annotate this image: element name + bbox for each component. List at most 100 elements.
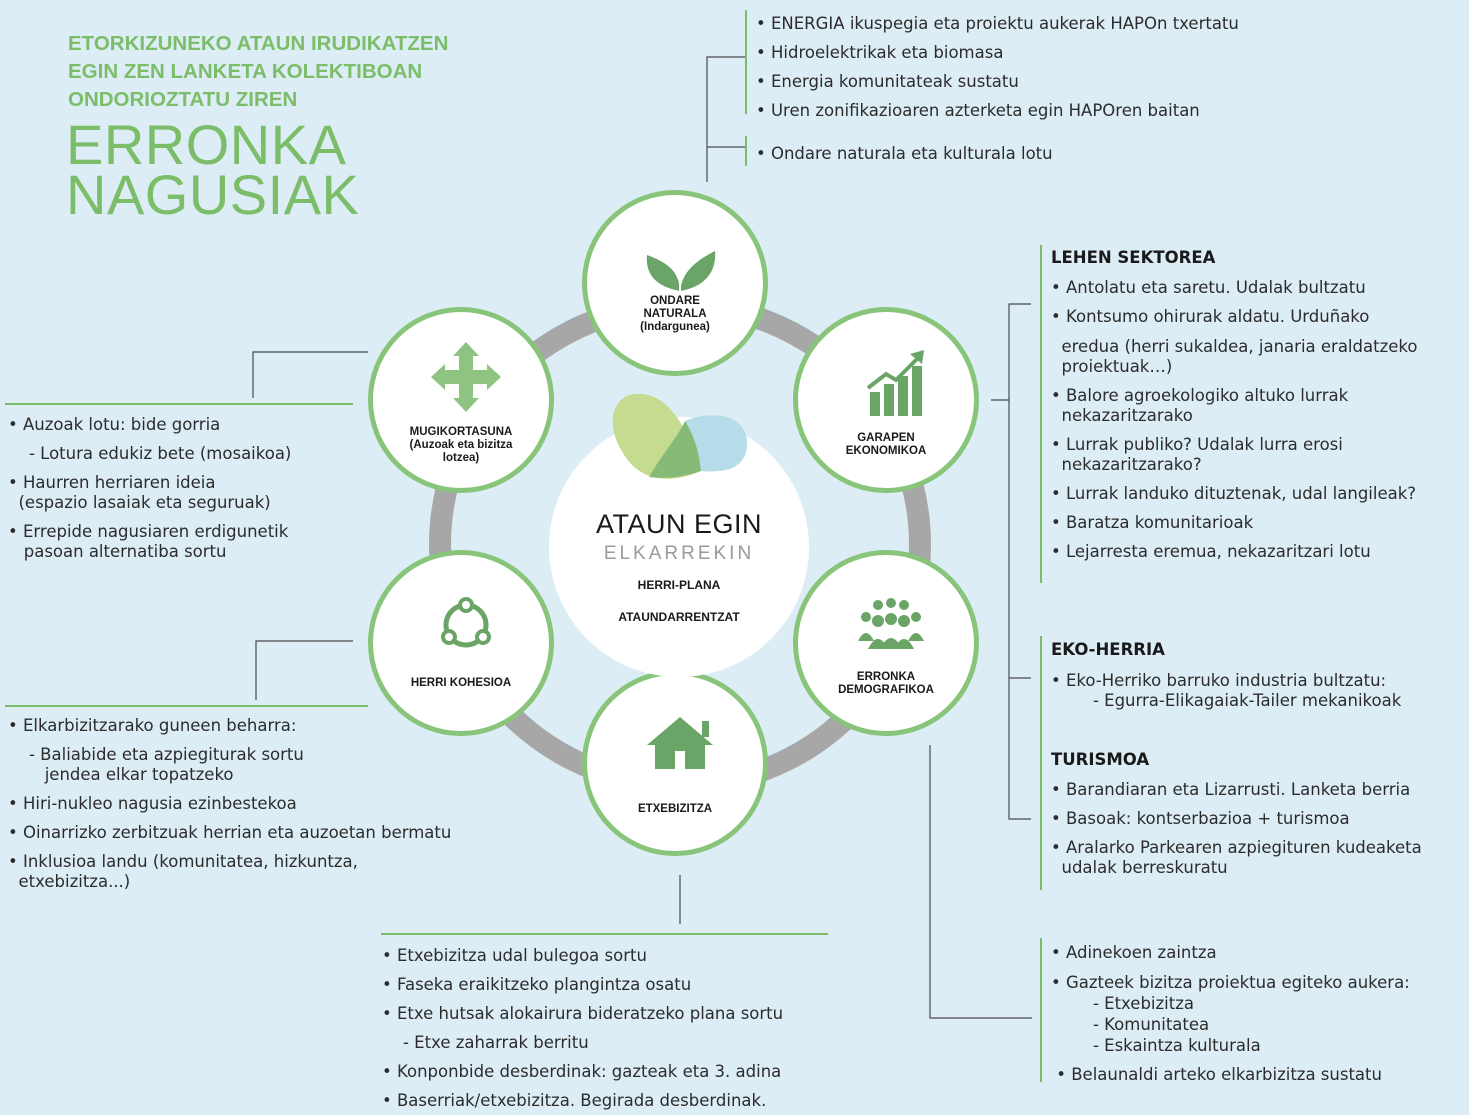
list-item: • Etxebizitza udal bulegoa sortu [382,946,647,965]
list-item: • Eko-Herriko barruko industria bultzatu… [1051,671,1387,690]
list-item: • Aralarko Parkearen azpiegituren kudeak… [1051,838,1422,857]
center-audience: ATAUNDARRENTZAT [618,610,740,624]
title-kicker: ETORKIZUNEKO ATAUN IRUDIKATZEN EGIN ZEN … [68,30,538,114]
list-item: • Haurren herriaren ideia [8,473,216,492]
center-title: ATAUN EGIN [595,509,762,539]
list-item: • Lurrak landuko dituztenak, udal langil… [1051,484,1417,503]
center-plan: HERRI-PLANA [637,578,721,592]
list-item: • Faseka eraikitzeko plangintza osatu [382,975,692,994]
list-item: nekazaritzarako? [1051,455,1202,474]
list-item: • Lurrak publiko? Udalak lurra erosi [1051,435,1343,454]
list-item: • Baserriak/etxebizitza. Begirada desber… [382,1091,767,1110]
node-etxebizitza: ETXEBIZITZA [582,670,768,856]
list-item: • Hiri-nukleo nagusia ezinbestekoa [8,794,297,813]
list-item: • Errepide nagusiaren erdigunetik [8,522,289,541]
header-lehen-sektorea: LEHEN SEKTOREA [1051,248,1216,267]
list-item: pasoan alternatiba sortu [8,542,227,561]
list-item: - Eskaintza kulturala [1051,1036,1261,1055]
node-label: lotzea) [442,452,480,464]
list-item: • Etxe hutsak alokairura bideratzeko pla… [382,1004,784,1023]
main-title-line-2: NAGUSIAK [66,163,360,226]
connector-left-upper [252,351,368,398]
block-ondare: • Ondare naturala eta kulturala lotu [756,144,1053,164]
logo-shape-icon [612,393,748,479]
list-item: • Belaunaldi arteko elkarbizitza sustatu [1051,1065,1382,1084]
block-lehen-sektorea: • Antolatu eta saretu. Udalak bultzatu •… [1051,278,1417,562]
list-item: • Gazteek bizitza proiektua egiteko auke… [1051,973,1410,992]
list-item: • Auzoak lotu: bide gorria [8,415,221,434]
list-item: (espazio lasaiak eta seguruak) [8,493,271,512]
list-item: - Egurra-Elikagaiak-Tailer mekanikoak [1051,691,1402,710]
node-label: NATURALA [643,308,707,320]
connector-right [991,303,1031,820]
list-item: • Barandiaran eta Lizarrusti. Lanketa be… [1051,780,1411,799]
node-label: (Auzoak eta bizitza [409,439,513,451]
growth-chart-icon [866,350,924,416]
list-item: • Baratza komunitarioak [1051,513,1254,532]
list-item: - Etxebizitza [1051,994,1195,1013]
node-label: ERRONKA [856,671,916,683]
block-mugikortasuna: • Auzoak lotu: bide gorria - Lotura eduk… [8,415,291,562]
leaves-icon [646,251,716,291]
node-label: EKONOMIKOA [845,445,927,457]
node-label: GARAPEN [857,432,915,444]
list-item: • Elkarbizitzarako guneen beharra: [8,716,297,735]
node-ondare-naturala: ONDARE NATURALA (Indargunea) [582,190,768,376]
main-title-line-1: ERRONKA [66,113,347,176]
list-item: udalak berreskuratu [1051,858,1228,877]
list-item: • Oinarrizko zerbitzuak herrian eta auzo… [8,823,452,842]
house-icon [647,717,713,769]
list-item: • Hidroelektrikak eta biomasa [756,43,1004,62]
block-eko-herria: • Eko-Herriko barruko industria bultzatu… [1051,671,1401,711]
list-item: • Lejarresta eremua, nekazaritzari lotu [1051,542,1371,561]
list-item: • Inklusioa landu (komunitatea, hizkuntz… [8,852,358,871]
list-item: • Konponbide desberdinak: gazteak eta 3.… [382,1062,782,1081]
block-kohesioa: • Elkarbizitzarako guneen beharra: - Bal… [8,716,451,892]
list-item: • ENERGIA ikuspegia eta proiektu aukerak… [756,14,1239,33]
block-energia: • ENERGIA ikuspegia eta proiektu aukerak… [756,9,1239,125]
four-arrows-icon [431,342,501,412]
node-label: MUGIKORTASUNA [409,426,513,438]
list-item: - Komunitatea [1051,1015,1210,1034]
list-item: nekazaritzarako [1051,406,1193,425]
title-kicker-line: ETORKIZUNEKO ATAUN IRUDIKATZEN [68,32,449,55]
list-item: • Basoak: kontserbazioa + turismoa [1051,809,1350,828]
node-label: DEMOGRAFIKOA [838,684,934,696]
list-item: • Energia komunitateak sustatu [756,72,1019,91]
block-turismoa: • Barandiaran eta Lizarrusti. Lanketa be… [1051,780,1422,878]
list-item: • Ondare naturala eta kulturala lotu [756,144,1053,163]
list-item: • Kontsumo ohirurak aldatu. Urduñako [1051,307,1370,326]
title-kicker-line: ONDORIOZTATU ZIREN [68,88,298,111]
header-eko-herria: EKO-HERRIA [1051,640,1165,659]
people-group-icon [858,598,924,649]
list-item: - Lotura edukiz bete (mosaikoa) [8,444,292,463]
node-label: ETXEBIZITZA [637,803,713,815]
header-turismoa: TURISMOA [1051,750,1150,769]
title-kicker-line: EGIN ZEN LANKETA KOLEKTIBOAN [68,60,423,83]
list-item: • Antolatu eta saretu. Udalak bultzatu [1051,278,1366,297]
node-label: ONDARE [650,295,700,307]
list-item: proiektuak…) [1051,357,1173,376]
connector-left-lower [255,640,353,700]
node-herri-kohesioa: HERRI KOHESIOA [368,550,554,736]
list-item: etxebizitza...) [8,872,131,891]
connector-top [706,56,746,182]
list-item: • Adinekoen zaintza [1051,943,1217,962]
node-mugikortasuna: MUGIKORTASUNA (Auzoak eta bizitza lotzea… [368,307,554,493]
list-item: eredua (herri sukaldea, janaria eraldatz… [1051,337,1418,356]
list-item: • Uren zonifikazioaren azterketa egin HA… [756,101,1200,120]
center-logo: ATAUN EGIN ELKARREKIN HERRI-PLANA ATAUND… [549,393,809,677]
node-garapen-ekonomikoa: GARAPEN EKONOMIKOA [793,307,979,493]
list-item: jendea elkar topatzeko [8,765,234,784]
block-demografia: • Adinekoen zaintza • Gazteek bizitza pr… [1051,942,1410,1085]
node-label: (Indargunea) [640,321,710,333]
node-erronka-demografikoa: ERRONKA DEMOGRAFIKOA [793,550,979,736]
list-item: • Balore agroekologiko altuko lurrak [1051,386,1349,405]
cycle-icon [441,597,491,648]
center-subtitle: ELKARREKIN [603,543,755,564]
list-item: - Etxe zaharrak berritu [382,1033,589,1052]
node-label: HERRI KOHESIOA [410,677,512,689]
list-item: - Baliabide eta azpiegiturak sortu [8,745,304,764]
block-etxebizitza: • Etxebizitza udal bulegoa sortu • Fasek… [382,941,783,1115]
connector-bottom-right [929,745,1032,1019]
